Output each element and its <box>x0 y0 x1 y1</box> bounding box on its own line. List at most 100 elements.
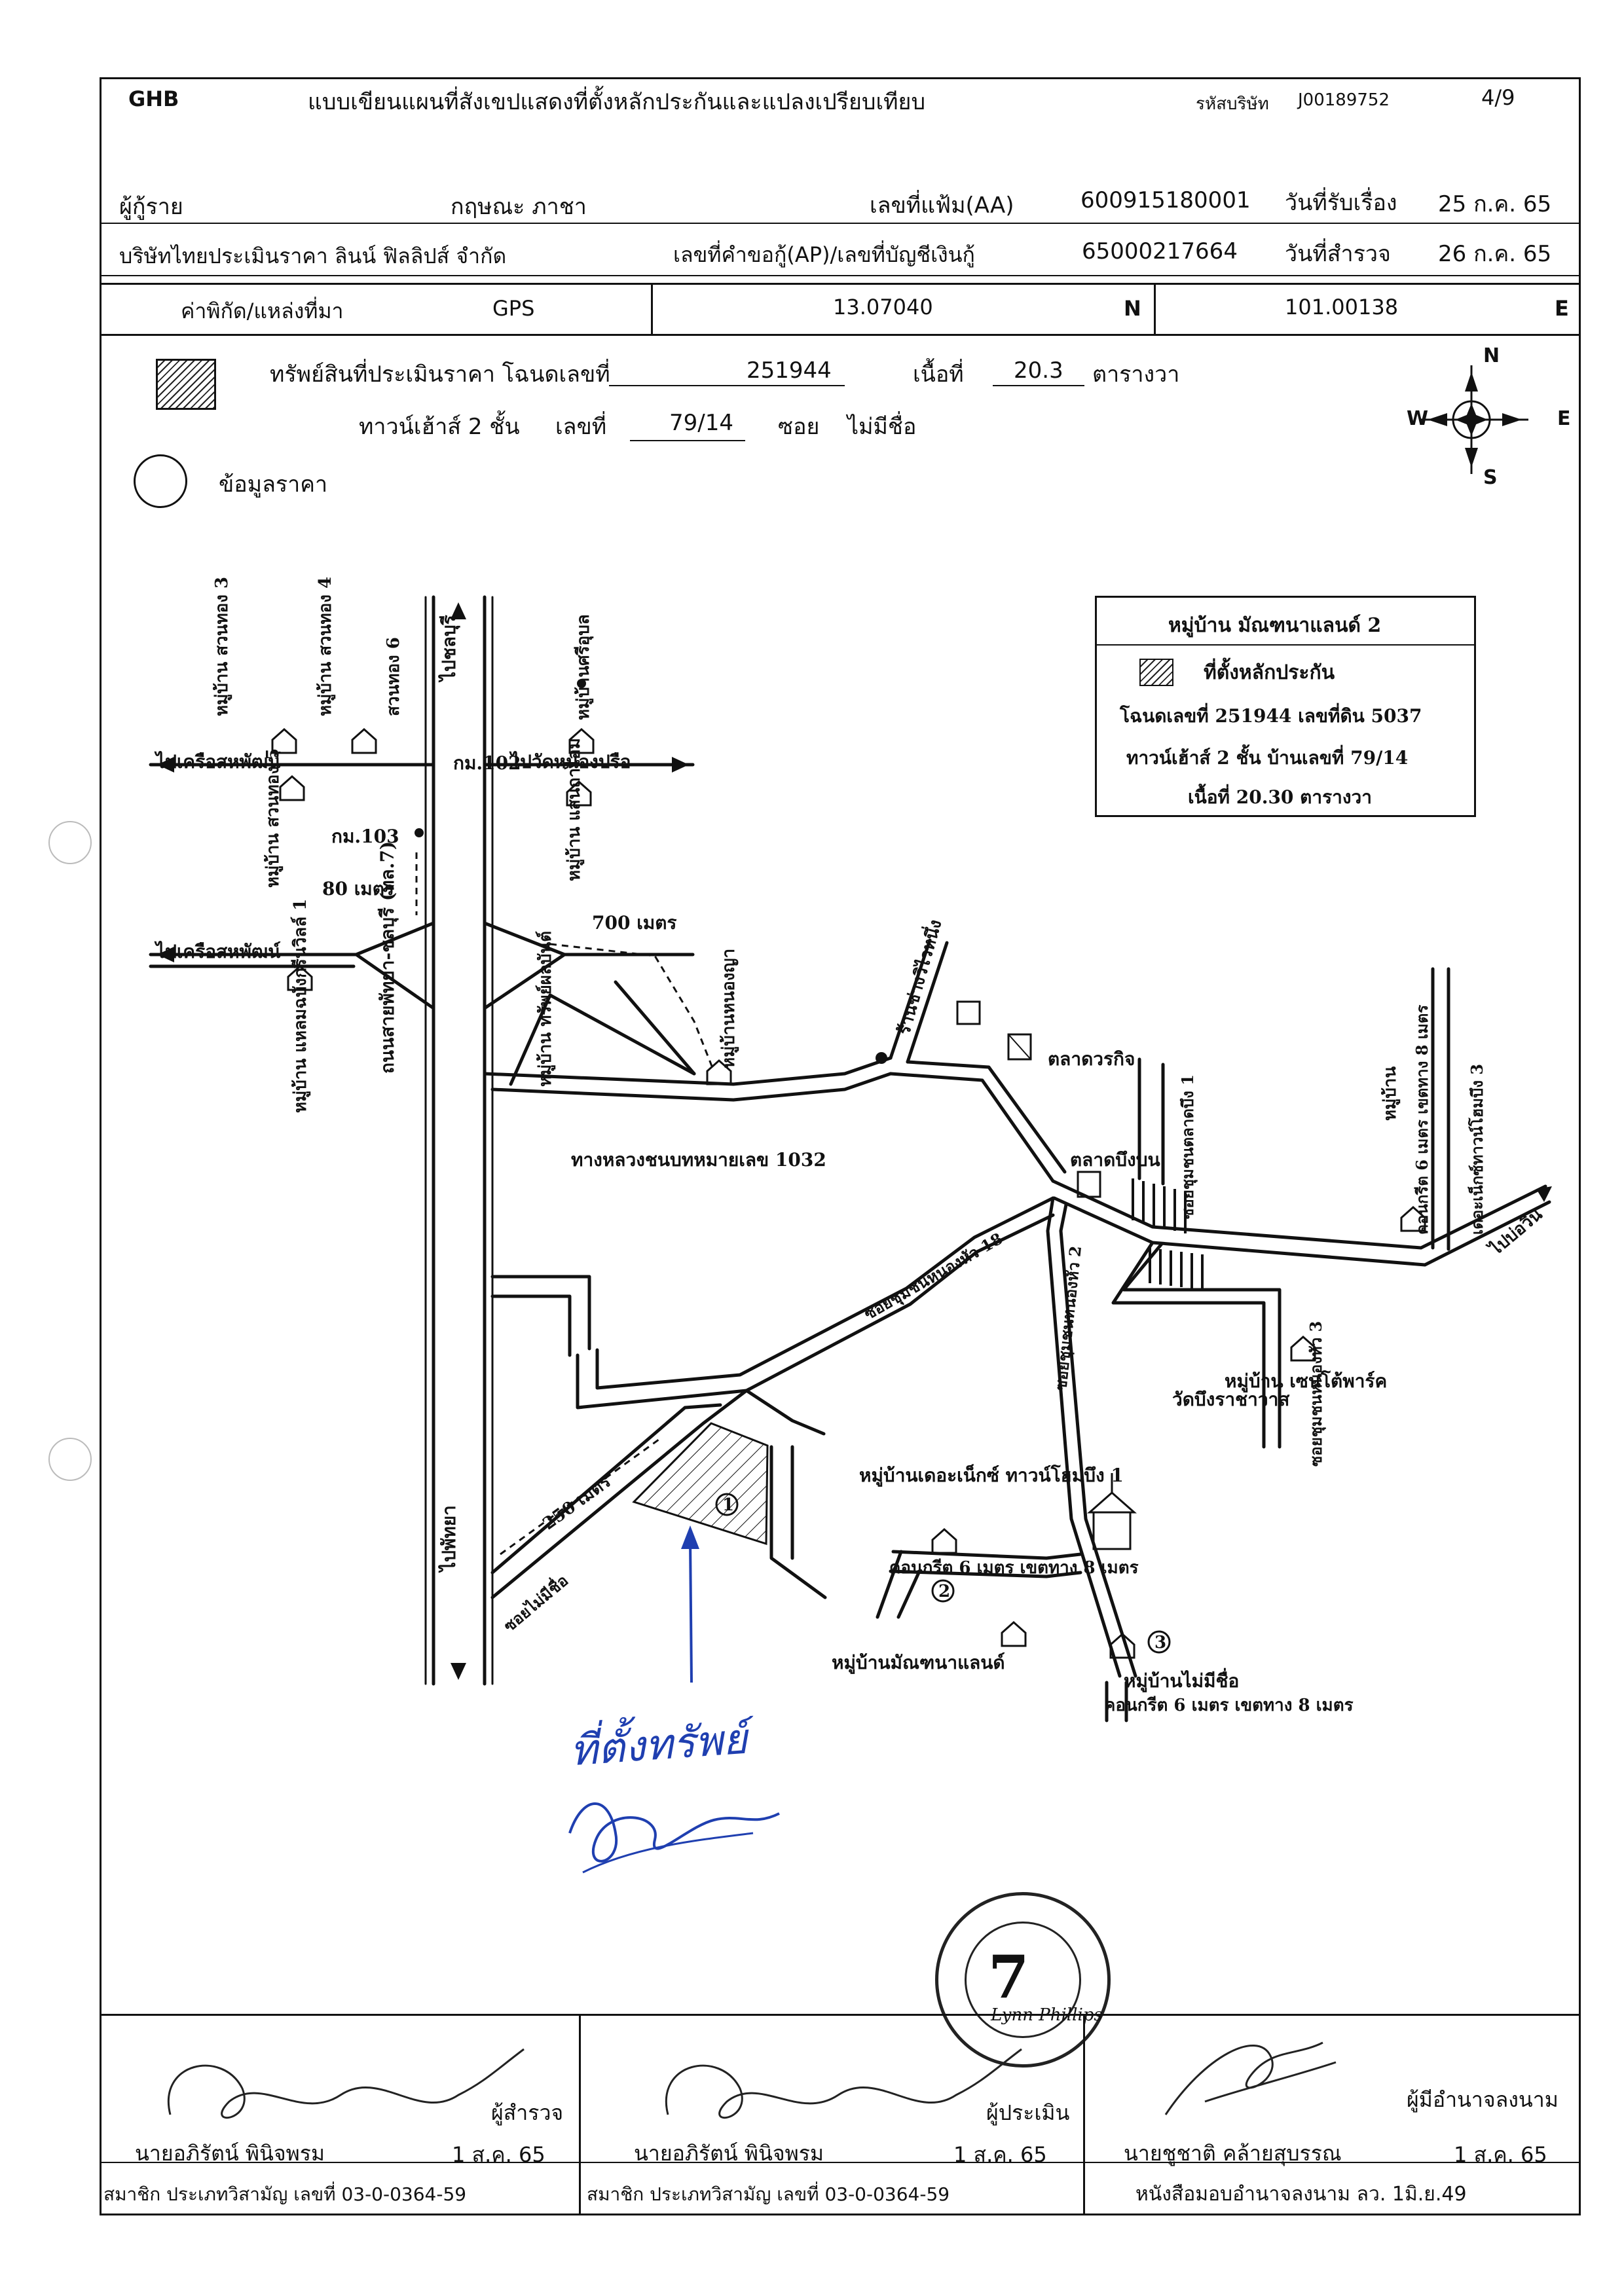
compass-s: S <box>1483 466 1498 489</box>
house-no-label: เลขที่ <box>555 414 607 440</box>
loan-no: 65000217664 <box>1082 238 1238 264</box>
compass-e: E <box>1557 407 1571 430</box>
borrower-name: กฤษณะ ภาชา <box>451 194 587 220</box>
map-label-village-the-next1: หมู่บ้านเดอะเน็กซ์ ทาวน์โฮมบึง 1 <box>859 1465 1124 1486</box>
map-label-market-bueng-bon: ตลาดบึงบน <box>1070 1149 1160 1171</box>
signature-divider <box>100 2014 1581 2016</box>
map-label-village-center: หมู่บ้าน เซนโต้พาร์ค <box>1225 1370 1388 1392</box>
compass-n: N <box>1483 344 1500 367</box>
legend-title: หมู่บ้าน มัณฑนาแลนด์ 2 <box>1168 614 1382 637</box>
signer-name: นายชูชาติ คล้ายสุบรรณ <box>1124 2141 1342 2166</box>
map-label-village-unnamed: หมู่บ้านไม่มีชื่อ <box>1124 1670 1240 1692</box>
map-label-village-right: หมู่บ้าน <box>1380 1066 1400 1121</box>
signer-authority: หนังสือมอบอำนาจลงนาม ลว. 1มิ.ย.49 <box>1135 2183 1467 2206</box>
legend-hatch-symbol <box>1139 659 1173 686</box>
property-line-label: ทรัพย์สินที่ประเมินราคา โฉนดเลขที่ <box>270 361 610 388</box>
appraiser-signature <box>665 2048 1022 2119</box>
legend-box <box>1095 596 1476 817</box>
deed-no: 251944 <box>747 357 832 384</box>
map-label-n1: 1 <box>722 1495 735 1515</box>
soi-name: ไม่มีชื่อ <box>847 414 917 440</box>
longitude: 101.00138 <box>1285 295 1399 319</box>
appraiser-date: 1 ส.ค. 65 <box>953 2142 1047 2167</box>
map-label-si-ubon: หมู่บ้านศรีอุบล <box>574 614 593 720</box>
page-number: 4/9 <box>1481 85 1515 110</box>
coords-label: ค่าพิกัด/แหล่งที่มา <box>181 299 344 323</box>
map-label-dist700: 700 เมตร <box>592 912 677 934</box>
file-no-label: เลขที่แฟ้ม(AA) <box>870 192 1014 219</box>
underline <box>630 440 745 441</box>
area-value: 20.3 <box>1014 357 1063 384</box>
map-label-laem-chabang: หมู่บ้าน แหลมฉบังกรีนวิลล์ 1 <box>291 898 310 1113</box>
map-label-wat: วัดบึงราชาวาส <box>1172 1389 1290 1410</box>
legend-deed: โฉนดเลขที่ 251944 เลขที่ดิน 5037 <box>1120 705 1422 727</box>
map-label-village-manthana: หมู่บ้านมัณฑนาแลนด์ <box>832 1652 1005 1673</box>
map-label-road-right: คอนกรีต 6 เมตร เขตทาง 8 เมตร <box>1412 1004 1431 1235</box>
map-label-suan-thong5: หมู่บ้าน สวนทอง 5 <box>263 748 283 888</box>
map-label-to-crossing-top: ไปเครือสหพัฒน์ <box>156 751 281 773</box>
appraiser-name: นายอภิรัตน์ พินิจพรม <box>634 2141 824 2166</box>
coords-source: GPS <box>492 296 535 321</box>
area-unit: ตารางวา <box>1092 361 1180 388</box>
compass-w: W <box>1407 407 1429 430</box>
legend-divider <box>1095 644 1476 646</box>
signature-divider <box>100 2162 1581 2163</box>
map-label-dist80: 80 เมตร <box>322 878 394 900</box>
legend-house: ทาวน์เฮ้าส์ 2 ชั้น บ้านเลขที่ 79/14 <box>1126 747 1409 769</box>
longitude-dir: E <box>1555 296 1569 321</box>
map-label-suan-thong3: หมู่บ้าน สวนทอง 3 <box>212 576 232 716</box>
surveyor-signature <box>168 2048 525 2119</box>
map-label-to-chonburi: ไปชลบุรี <box>438 615 460 681</box>
map-label-sap-phon: หมู่บ้าน ทรัพย์ผลบันต์ <box>536 930 555 1087</box>
row-divider <box>100 223 1581 224</box>
surveyor-role: ผู้สำรวจ <box>491 2100 564 2125</box>
map-label-main-road: ถนนสายพัทยา-ชลบุรี (ทล.7) <box>377 841 398 1074</box>
area-label: เนื้อที่ <box>913 361 964 388</box>
map-label-to-wat: ไปวัดหนองปรือ <box>511 751 631 773</box>
map-label-nong-ya: หมู่บ้านหนองญา <box>719 948 739 1068</box>
row-divider <box>100 275 1581 276</box>
map-label-soi-bueng1: ซอยชุมชนตลาดบึง 1 <box>1178 1074 1197 1219</box>
map-label-km103: กม.103 <box>331 826 399 847</box>
col-divider <box>1083 2014 1085 2215</box>
legend-marker-label: ที่ตั้งหลักประกัน <box>1204 661 1335 684</box>
surveyor-name: นายอภิรัตน์ พินิจพรม <box>135 2141 325 2166</box>
map-label-saen-thai: หมู่บ้าน แสนถาไอม <box>564 738 584 881</box>
signer-signature <box>1164 2041 1337 2115</box>
survey-date: 26 ก.ค. 65 <box>1438 241 1552 267</box>
map-label-soi-3: ซอยชุมชนหนองหัว 3 <box>1306 1321 1325 1467</box>
company-name: บริษัทไทยประเมินราคา ลินน์ ฟิลลิปส์ จำกั… <box>119 244 507 268</box>
appraiser-role: ผู้ประเมิน <box>986 2100 1070 2125</box>
punch-hole <box>48 821 92 864</box>
appraiser-member: สมาชิก ประเภทวิสามัญ เลขที่ 03-0-0364-59 <box>587 2183 950 2205</box>
soi-label: ซอย <box>778 414 820 440</box>
map-label-the-next3: เดอะเน็กซ์ทาวน์โฮมบึง 3 <box>1467 1063 1486 1235</box>
price-info-label: ข้อมูลราคา <box>219 471 328 498</box>
company-code-label: รหัสบริษัท <box>1196 94 1269 114</box>
col-divider <box>1154 283 1156 334</box>
document-title: แบบเขียนแผนที่สังเขปแสดงที่ตั้งหลักประกั… <box>308 89 926 115</box>
punch-hole <box>48 1438 92 1481</box>
map-label-to-crossing-mid: ไปเครือสหพัฒน์ <box>156 941 281 962</box>
compass-rose-icon <box>1421 365 1528 474</box>
signer-role: ผู้มีอำนาจลงนาม <box>1407 2087 1559 2112</box>
map-label-to-pattaya: ไปพัทยา <box>438 1505 460 1571</box>
row-divider <box>100 283 1581 285</box>
loan-no-label: เลขที่คำขอกู้(AP)/เลขที่บัญชีเงินกู้ <box>673 242 975 267</box>
bank-name: GHB <box>128 86 179 111</box>
map-label-market-worakit: ตลาดวรกิจ <box>1048 1048 1135 1070</box>
received-date: 25 ก.ค. 65 <box>1438 191 1552 217</box>
map-label-road-mid: คอนกรีต 6 เมตร เขตทาง 8 เมตร <box>889 1558 1139 1578</box>
received-label: วันที่รับเรื่อง <box>1285 190 1397 216</box>
row-divider <box>100 334 1581 336</box>
house-no: 79/14 <box>669 410 733 436</box>
property-type: ทาวน์เฮ้าส์ 2 ชั้น <box>359 414 520 440</box>
price-info-circle-symbol <box>134 454 187 508</box>
latitude: 13.07040 <box>833 295 933 319</box>
map-label-suan-thong6: สวนทอง 6 <box>384 637 403 716</box>
map-label-n2: 2 <box>938 1582 951 1601</box>
company-code: J00189752 <box>1298 90 1390 110</box>
surveyor-date: 1 ส.ค. 65 <box>452 2142 545 2167</box>
hatch-legend-symbol <box>156 359 216 410</box>
map-label-road-low: คอนกรีต 6 เมตร เขตทาง 8 เมตร <box>1104 1696 1354 1715</box>
